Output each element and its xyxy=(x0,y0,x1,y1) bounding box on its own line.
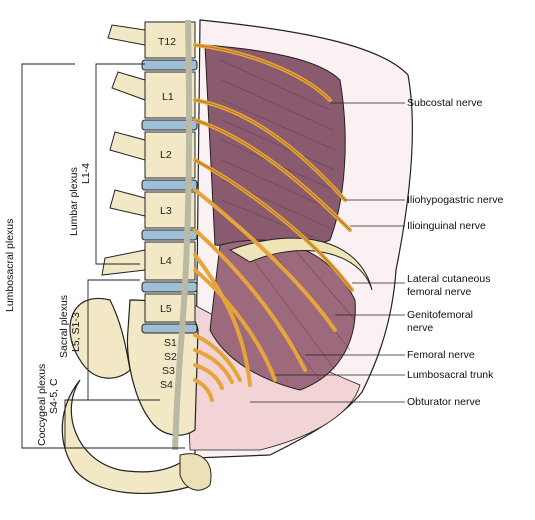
sacral-plexus-range: L5, S1-3 xyxy=(70,312,82,352)
plexus-brackets xyxy=(21,63,185,449)
spinous-process-l3 xyxy=(109,189,146,217)
sacral-root-s1 xyxy=(193,333,242,382)
spinous-process-l1 xyxy=(111,71,146,101)
spinous-process-l4 xyxy=(101,249,146,276)
genitofemoral-label-line1: Genitofemoral xyxy=(407,309,473,321)
disc-t12-l1 xyxy=(141,59,198,71)
nerve-outline xyxy=(194,44,353,291)
disc-l3-l4 xyxy=(141,229,198,241)
pubic-symphysis xyxy=(179,453,212,491)
vertebra-label-l1: L1 xyxy=(162,91,174,103)
sacral-root-s4 xyxy=(193,378,214,402)
genitofemoral-label-line2: nerve xyxy=(407,322,434,334)
sacral-bracket xyxy=(87,279,140,400)
lumbosacral-plexus-label: Lumbosacral plexus xyxy=(4,218,16,312)
sacral-label-s4: S4 xyxy=(160,379,173,391)
sacral-label-s1: S1 xyxy=(164,337,177,349)
lumbosacral-trunk-path xyxy=(193,268,277,382)
lumbosacral-trunk-label: Lumbosacral trunk xyxy=(407,369,494,381)
iliohypogastric-nerve-label: Iliohypogastric nerve xyxy=(407,194,504,206)
disc-l5-s1 xyxy=(141,323,198,334)
genitofemoral-nerve-path xyxy=(193,188,337,332)
disc-l2-l3 xyxy=(141,179,198,191)
coccygeal-plexus-range: S4-5, C xyxy=(48,378,60,414)
lumbar-bracket xyxy=(95,63,145,265)
vertebra-l2 xyxy=(144,131,196,179)
ilium xyxy=(69,297,131,379)
sacral-root-s3 xyxy=(193,363,224,390)
lumbar-plexus-range: L1-4 xyxy=(80,162,92,184)
femoral-nerve-path xyxy=(193,228,307,372)
coccygeal-bracket xyxy=(64,399,160,448)
vertebra-l1 xyxy=(144,71,196,119)
sympathetic-trunk xyxy=(172,19,193,451)
sacral-label-s3: S3 xyxy=(162,365,175,377)
sacral-label-s2: S2 xyxy=(164,351,177,363)
lumbosacral-bracket xyxy=(21,63,185,449)
femoral-nerve-label: Femoral nerve xyxy=(407,349,475,361)
lumbar-plexus-title: Lumbar plexus xyxy=(68,167,80,236)
lateral-cutaneous-label-line1: Lateral cutaneous xyxy=(407,273,491,285)
spinous-process-t12 xyxy=(107,24,146,46)
lateral-cutaneous-label-line2: femoral nerve xyxy=(407,286,472,298)
vertebra-label-l3: L3 xyxy=(160,205,172,217)
leader-lines xyxy=(250,102,405,403)
obturator-nerve-path xyxy=(193,253,252,387)
sacral-root-s2 xyxy=(193,348,234,384)
coccygeal-plexus-title: Coccygeal plexus xyxy=(36,363,48,446)
obturator-nerve-label: Obturator nerve xyxy=(407,396,481,408)
disc-l4-l5 xyxy=(141,281,198,293)
disc-l1-l2 xyxy=(141,119,198,131)
spinous-process-l2 xyxy=(109,131,146,161)
subcostal-nerve-label: Subcostal nerve xyxy=(407,97,483,109)
vertebra-label-l4: L4 xyxy=(160,255,172,267)
ilioinguinal-nerve-label: Ilioinguinal nerve xyxy=(407,220,486,232)
vertebra-t12 xyxy=(144,21,196,59)
vertebra-label-l2: L2 xyxy=(160,149,172,161)
vertebra-label-l5: L5 xyxy=(160,303,172,315)
vertebra-label-t12: T12 xyxy=(158,36,176,48)
sacral-plexus-title: Sacral plexus xyxy=(58,294,70,358)
